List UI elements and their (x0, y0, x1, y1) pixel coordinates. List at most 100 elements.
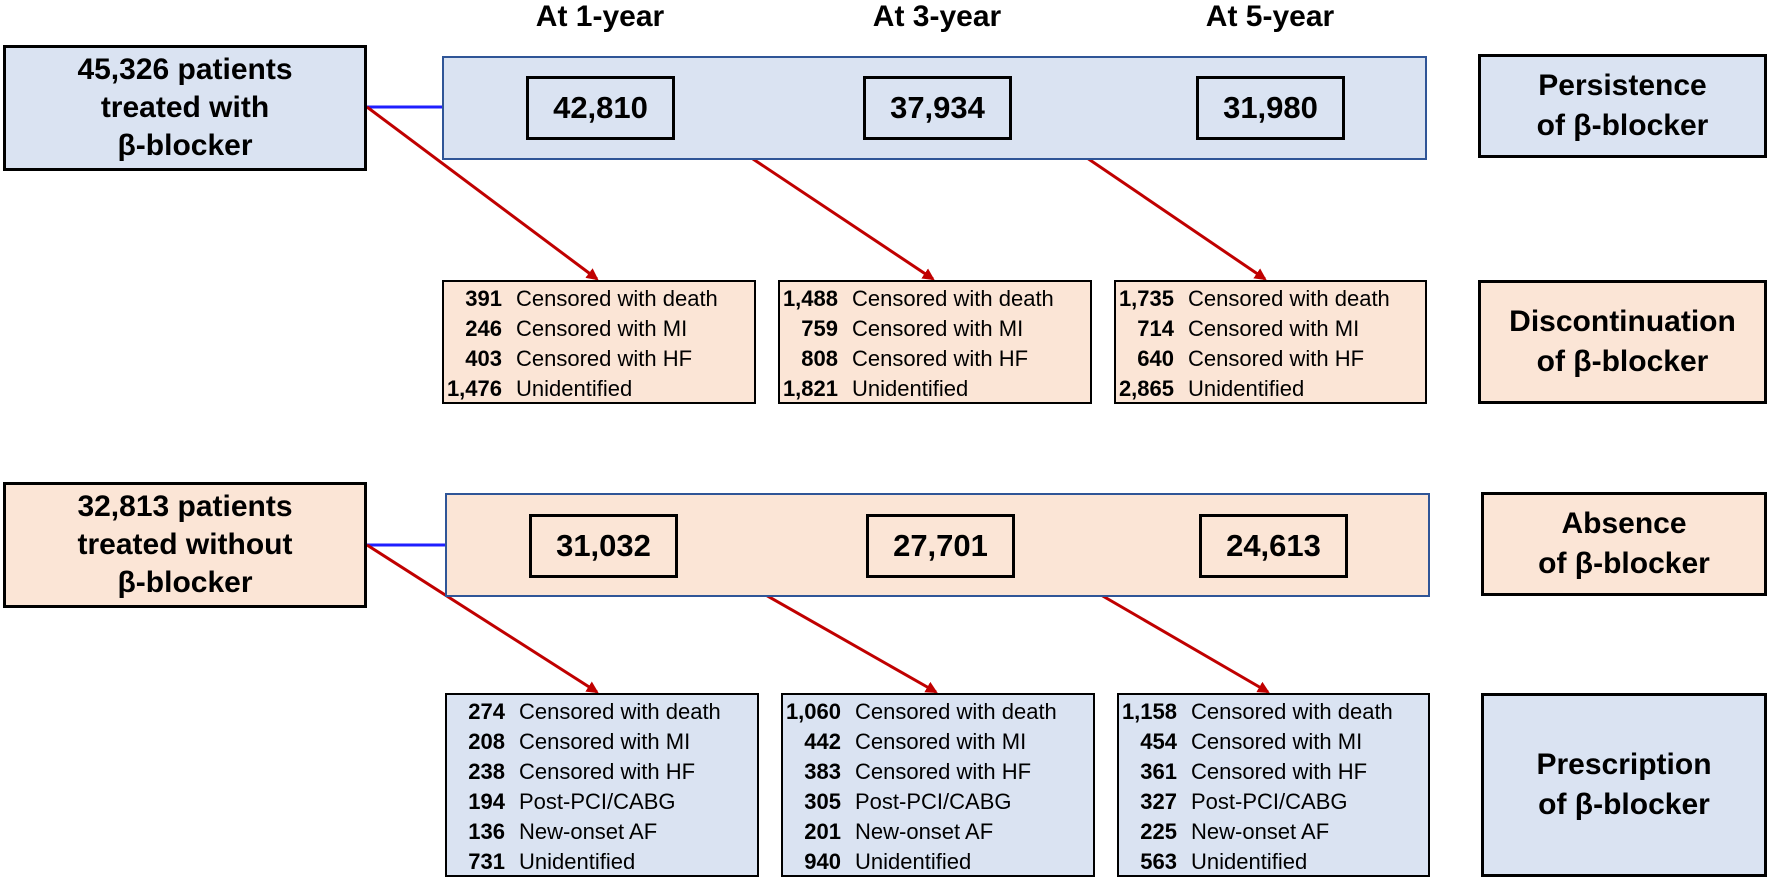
detail-label: Censored with HF (516, 346, 693, 371)
detail-row: 327 Post-PCI/CABG (1119, 787, 1428, 817)
detail-label: Censored with HF (852, 346, 1029, 371)
detail-row: 1,060 Censored with death (783, 697, 1093, 727)
detail-row: 731 Unidentified (447, 847, 757, 877)
detail-label: Censored with death (855, 699, 1057, 724)
bottom-count-1-year: 31,032 (529, 514, 678, 578)
top-band-label-line: Persistence (1538, 69, 1707, 102)
header-1-year: At 1-year (535, 0, 665, 33)
top-count-5-year: 31,980 (1196, 76, 1345, 140)
bottom-detail-label: Prescription of β-blocker (1481, 693, 1767, 877)
top-band-label-line: of β-blocker (1536, 109, 1709, 142)
bottom-exit-arrow-1 (366, 543, 599, 694)
detail-label: Censored with MI (852, 316, 1024, 341)
detail-count: 731 (468, 849, 505, 874)
detail-row: 1,476 Unidentified (444, 374, 754, 404)
bottom-band-label-line: of β-blocker (1538, 547, 1710, 580)
detail-label: Post-PCI/CABG (1191, 789, 1348, 814)
top-persistence-band (442, 56, 1427, 160)
detail-count: 403 (465, 346, 502, 371)
top-exit-arrow-1 (366, 105, 599, 281)
detail-label: New-onset AF (519, 819, 658, 844)
top-band-label: Persistence of β-blocker (1478, 54, 1767, 158)
detail-count: 1,735 (1118, 286, 1174, 311)
detail-count: 714 (1137, 316, 1174, 341)
detail-label: Censored with death (1188, 286, 1390, 311)
bottom-detail-label-line: Prescription (1536, 748, 1712, 781)
detail-count: 1,476 (446, 376, 502, 401)
detail-count: 1,488 (782, 286, 838, 311)
bottom-count-5-year: 24,613 (1199, 514, 1348, 578)
top-count-1-year: 42,810 (526, 76, 675, 140)
detail-label: Censored with HF (519, 759, 696, 784)
detail-row: 563 Unidentified (1119, 847, 1428, 877)
bottom-start-line: treated without (77, 528, 293, 561)
detail-label: Censored with death (519, 699, 721, 724)
top-start-box: 45,326 patients treated with β-blocker (3, 45, 367, 171)
detail-count: 640 (1137, 346, 1174, 371)
detail-label: Censored with HF (1188, 346, 1365, 371)
detail-row: 1,158 Censored with death (1119, 697, 1428, 727)
detail-count: 1,158 (1121, 699, 1177, 724)
detail-count: 274 (468, 699, 505, 724)
top-count-3-year: 37,934 (863, 76, 1012, 140)
top-detail-label-line: Discontinuation (1509, 305, 1736, 338)
detail-row: 714 Censored with MI (1116, 314, 1425, 344)
detail-count: 238 (468, 759, 505, 784)
detail-count: 454 (1140, 729, 1177, 754)
detail-row: 1,735 Censored with death (1116, 284, 1425, 314)
detail-row: 225 New-onset AF (1119, 817, 1428, 847)
detail-label: Censored with death (852, 286, 1054, 311)
detail-label: Censored with HF (855, 759, 1032, 784)
detail-row: 194 Post-PCI/CABG (447, 787, 757, 817)
header-3-year: At 3-year (872, 0, 1002, 33)
top-start-line: treated with (100, 91, 270, 124)
bottom-detail-label-line: of β-blocker (1538, 788, 1710, 821)
detail-row: 1,488 Censored with death (780, 284, 1090, 314)
bottom-count-3-year: 27,701 (866, 514, 1015, 578)
detail-label: Post-PCI/CABG (519, 789, 676, 814)
detail-label: Censored with death (1191, 699, 1393, 724)
detail-count: 442 (804, 729, 841, 754)
detail-count: 1,821 (782, 376, 838, 401)
detail-count: 1,060 (785, 699, 841, 724)
detail-label: Censored with MI (516, 316, 688, 341)
detail-count: 563 (1140, 849, 1177, 874)
detail-row: 403 Censored with HF (444, 344, 754, 374)
detail-count: 246 (465, 316, 502, 341)
detail-label: New-onset AF (1191, 819, 1330, 844)
detail-row: 238 Censored with HF (447, 757, 757, 787)
detail-count: 383 (804, 759, 841, 784)
detail-count: 391 (465, 286, 502, 311)
detail-count: 201 (804, 819, 841, 844)
detail-label: Unidentified (516, 376, 633, 401)
detail-label: Unidentified (519, 849, 636, 874)
detail-count: 808 (801, 346, 838, 371)
detail-count: 225 (1140, 819, 1177, 844)
bottom-absence-band (445, 493, 1430, 597)
detail-label: Censored with MI (519, 729, 691, 754)
bottom-band-label-line: Absence (1561, 507, 1687, 540)
detail-label: Unidentified (1191, 849, 1308, 874)
detail-count: 136 (468, 819, 505, 844)
bottom-start-line: β-blocker (117, 566, 253, 599)
bottom-band-label: Absence of β-blocker (1481, 492, 1767, 596)
top-detail-label: Discontinuation of β-blocker (1478, 280, 1767, 404)
detail-row: 136 New-onset AF (447, 817, 757, 847)
detail-count: 940 (804, 849, 841, 874)
detail-row: 274 Censored with death (447, 697, 757, 727)
detail-label: Censored with MI (1188, 316, 1360, 341)
header-5-year: At 5-year (1205, 0, 1335, 33)
detail-count: 327 (1140, 789, 1177, 814)
detail-row: 383 Censored with HF (783, 757, 1093, 787)
detail-count: 194 (468, 789, 505, 814)
